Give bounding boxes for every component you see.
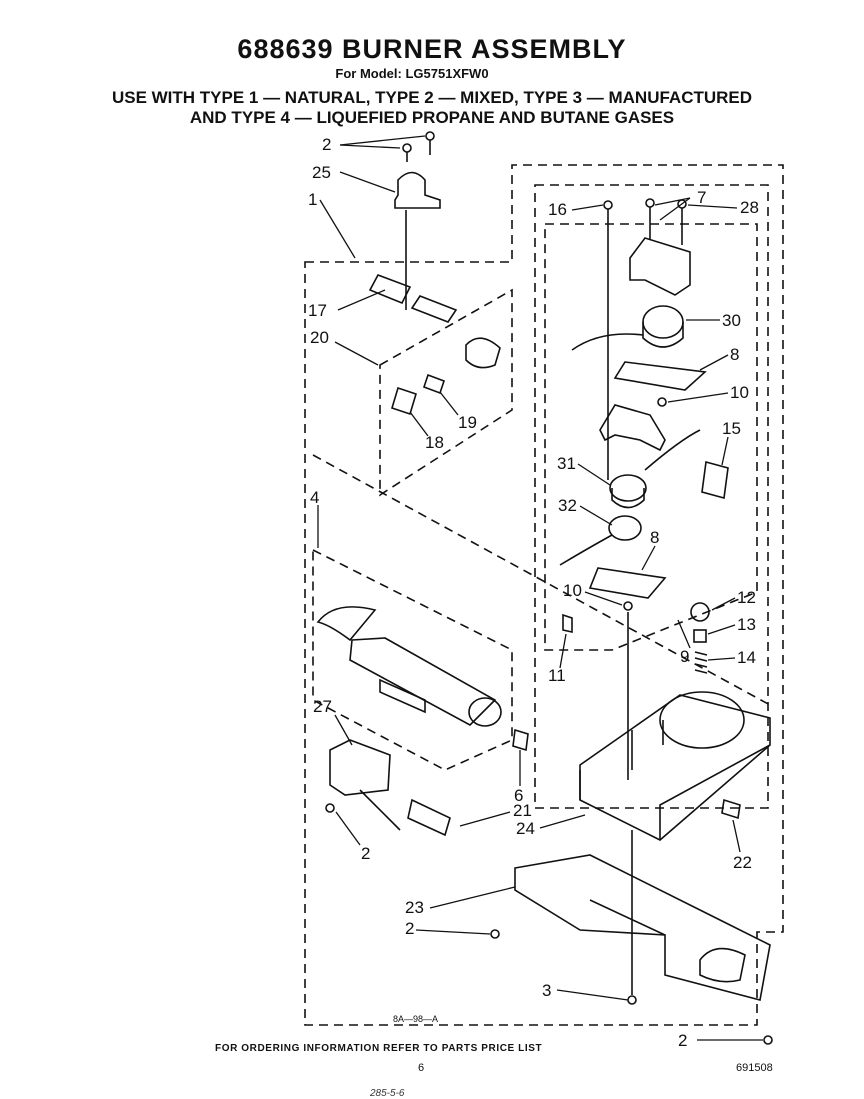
bracket-25	[394, 171, 441, 209]
callout-15: 15	[722, 419, 741, 438]
callout-2-left: 2	[361, 844, 370, 863]
callout-2-mid: 2	[405, 919, 414, 938]
spud-17	[368, 274, 412, 305]
coil-wire-30	[571, 333, 644, 351]
burner-end	[468, 697, 502, 727]
screw-2-left	[325, 803, 335, 813]
callout-14: 14	[737, 648, 756, 667]
valve-body-24	[579, 694, 771, 841]
orifice-boundary	[379, 288, 513, 497]
callout-10-lower: 10	[563, 581, 582, 600]
screw-2-right	[763, 1035, 773, 1045]
callout-11: 11	[548, 666, 566, 685]
bracket-27	[329, 739, 391, 796]
page-title: 688639 BURNER ASSEMBLY	[237, 34, 627, 64]
callout-21: 21	[513, 801, 532, 820]
cap-12	[690, 602, 710, 622]
callout-labels: 2 25 1 16 7 28 17 20 30 8 10 19 18 15 31…	[308, 135, 759, 1050]
callout-22: 22	[733, 853, 752, 872]
callout-31: 31	[557, 454, 576, 473]
coil-31	[609, 474, 647, 502]
handwritten-note: 285-5-6	[370, 1088, 405, 1099]
nut-13	[693, 629, 707, 643]
callout-27: 27	[313, 697, 332, 716]
coil-wire-31	[644, 429, 701, 471]
screw-3	[627, 995, 637, 1005]
callout-2-top: 2	[322, 135, 331, 154]
document-number: 691508	[736, 1062, 773, 1074]
washer-10-lower	[623, 601, 633, 611]
fitting-22	[721, 798, 741, 820]
spring-14	[694, 651, 708, 674]
drawing-code: 8A—98—A	[393, 1014, 439, 1024]
callout-28: 28	[740, 198, 759, 217]
model-number: For Model: LG5751XFW0	[335, 66, 489, 81]
callout-6: 6	[514, 786, 523, 805]
callout-9: 9	[680, 647, 689, 666]
bracket-top	[629, 237, 691, 296]
callout-4: 4	[310, 488, 319, 507]
callout-8-upper: 8	[730, 345, 739, 364]
callout-2-right: 2	[678, 1031, 687, 1050]
callout-32: 32	[558, 496, 577, 515]
valve-dial	[659, 691, 745, 749]
dash-line	[312, 454, 771, 706]
bracket-clip	[699, 947, 746, 983]
callout-8-lower: 8	[650, 528, 659, 547]
parts	[316, 131, 773, 1045]
callout-3: 3	[542, 981, 551, 1000]
orifice-18	[391, 386, 417, 416]
callout-19: 19	[458, 413, 477, 432]
valve-boundary	[534, 184, 769, 809]
igniter-21	[407, 798, 451, 837]
burner-bracket	[379, 678, 426, 714]
plate-8-lower	[588, 567, 667, 599]
callout-16: 16	[548, 200, 567, 219]
screw-2-mid	[490, 929, 500, 939]
callout-17: 17	[308, 301, 327, 320]
coil-30	[642, 305, 684, 339]
orifice-holder-20	[465, 337, 501, 369]
orifice-tube	[410, 295, 458, 323]
burner-tube-4	[349, 637, 497, 726]
screws-top	[402, 131, 687, 480]
leader-lines	[317, 135, 763, 1041]
callout-13: 13	[737, 615, 756, 634]
burner-boundary	[312, 548, 513, 771]
callout-10-upper: 10	[730, 383, 749, 402]
callout-7: 7	[697, 188, 706, 207]
callout-20: 20	[310, 328, 329, 347]
connector-15	[701, 460, 729, 500]
callout-25: 25	[312, 163, 331, 182]
assembly-boundaries	[304, 164, 784, 1026]
armature-32	[608, 515, 642, 541]
bracket-mid	[599, 404, 666, 452]
callout-30: 30	[722, 311, 741, 330]
tube-11	[562, 613, 573, 633]
page-number: 6	[418, 1062, 425, 1074]
cap-19	[422, 373, 446, 395]
plate-8	[613, 361, 707, 391]
fitting-6	[512, 728, 529, 752]
callout-23: 23	[405, 898, 424, 917]
outer-boundary	[304, 164, 784, 1026]
callout-12: 12	[737, 588, 756, 607]
callout-24: 24	[516, 819, 535, 838]
callout-1: 1	[308, 190, 317, 209]
burner-flare	[316, 606, 377, 642]
callout-18: 18	[425, 433, 444, 452]
gas-types-line-2: AND TYPE 4 — LIQUEFIED PROPANE AND BUTAN…	[189, 108, 675, 127]
gas-types-line-1: USE WITH TYPE 1 — NATURAL, TYPE 2 — MIXE…	[111, 88, 753, 107]
bracket-23	[514, 854, 771, 1001]
inner-valve-boundary	[544, 223, 758, 651]
washer-10	[657, 397, 667, 407]
ordering-note: FOR ORDERING INFORMATION REFER TO PARTS …	[215, 1043, 543, 1054]
